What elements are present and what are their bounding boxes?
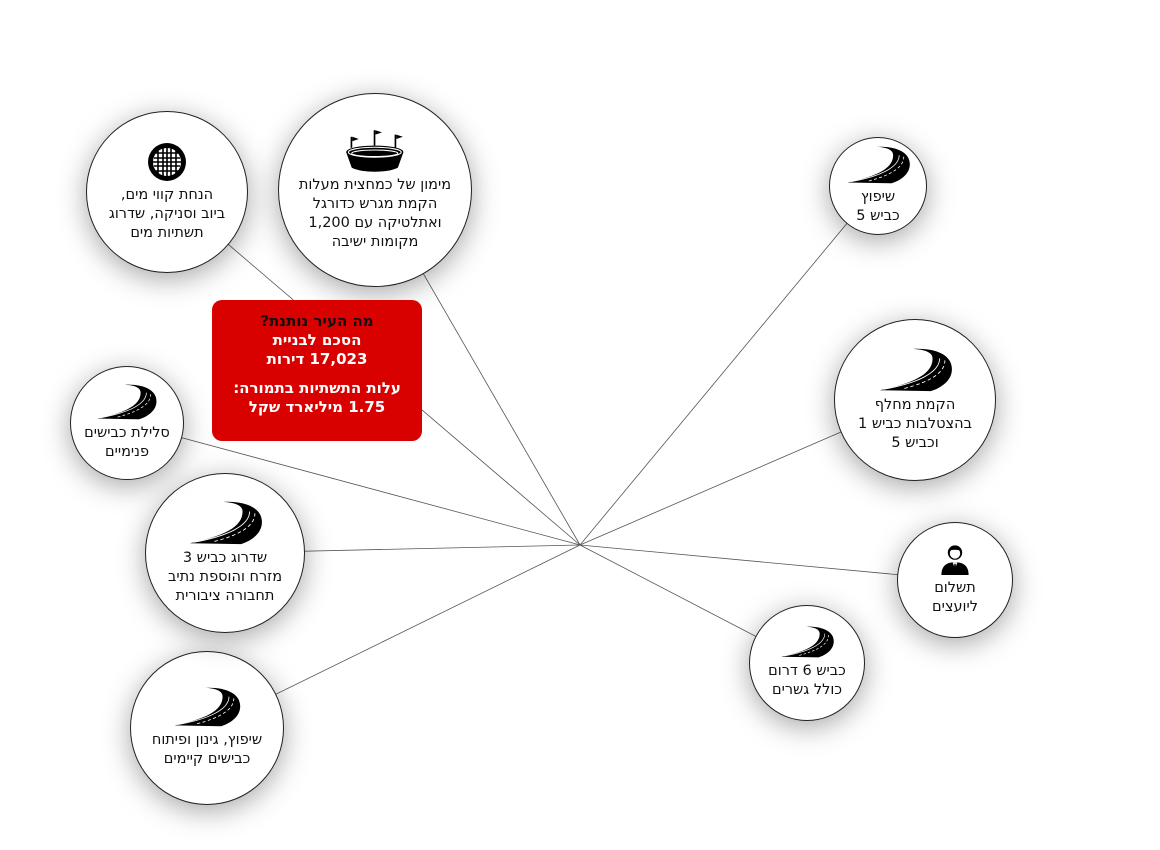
center-line-2: 17,023 דירות [266, 350, 368, 368]
road-icon [173, 687, 241, 727]
connector-consultants [579, 544, 956, 581]
businessman-icon [939, 543, 971, 575]
road-icon [96, 384, 157, 420]
node-water: הנחת קווי מים, ביוב וסניקה, שדרוג תשתיות… [86, 111, 248, 273]
node-label: הנחת קווי מים, ביוב וסניקה, שדרוג תשתיות… [108, 186, 226, 241]
node-label: שיפוץ כביש 5 [856, 189, 900, 224]
center-line-1: הסכם לבניית [272, 331, 362, 349]
center-summary-box: מה העיר נותנת? הסכם לבניית 17,023 דירות … [212, 300, 422, 441]
road-icon [780, 626, 834, 658]
node-label: שדרוג כביש 3 מזרח והוספת נתיב תחבורה ציב… [167, 549, 283, 604]
node-label: סלילת כבישים פנימיים [84, 425, 170, 460]
node-road5: שיפוץ כביש 5 [829, 137, 927, 235]
node-paving: שיפוץ, גינון ופיתוח כבישים קיימים [130, 651, 284, 805]
node-label: הקמת מחלף בהצטלבות כביש 1 וכביש 5 [858, 396, 972, 451]
road-icon [846, 146, 911, 184]
center-line-4: 1.75 מיליארד שקל [248, 398, 386, 416]
node-road3: שדרוג כביש 3 מזרח והוספת נתיב תחבורה ציב… [145, 473, 305, 633]
stadium-icon [344, 128, 406, 172]
road-icon [878, 348, 953, 392]
connector-road5 [579, 185, 879, 546]
center-question: מה העיר נותנת? [260, 312, 374, 330]
node-label: תשלום ליועצים [932, 580, 978, 615]
node-stadium: מימון של כמחצית מעלות הקמת מגרש כדורגל ו… [278, 93, 472, 287]
node-consultants: תשלום ליועצים [897, 522, 1013, 638]
manhole-icon [147, 142, 187, 182]
node-label: כביש 6 דרום כולל גשרים [768, 663, 846, 698]
node-label: מימון של כמחצית מעלות הקמת מגרש כדורגל ו… [298, 177, 452, 250]
road-icon [188, 501, 263, 545]
node-road6: כביש 6 דרום כולל גשרים [749, 605, 865, 721]
connector-internal [126, 422, 581, 546]
node-internal: סלילת כבישים פנימיים [70, 366, 184, 480]
center-line-3: עלות התשתיות בתמורה: [233, 379, 401, 397]
node-label: שיפוץ, גינון ופיתוח כבישים קיימים [151, 732, 263, 767]
node-interchange: הקמת מחלף בהצטלבות כביש 1 וכביש 5 [834, 319, 996, 481]
